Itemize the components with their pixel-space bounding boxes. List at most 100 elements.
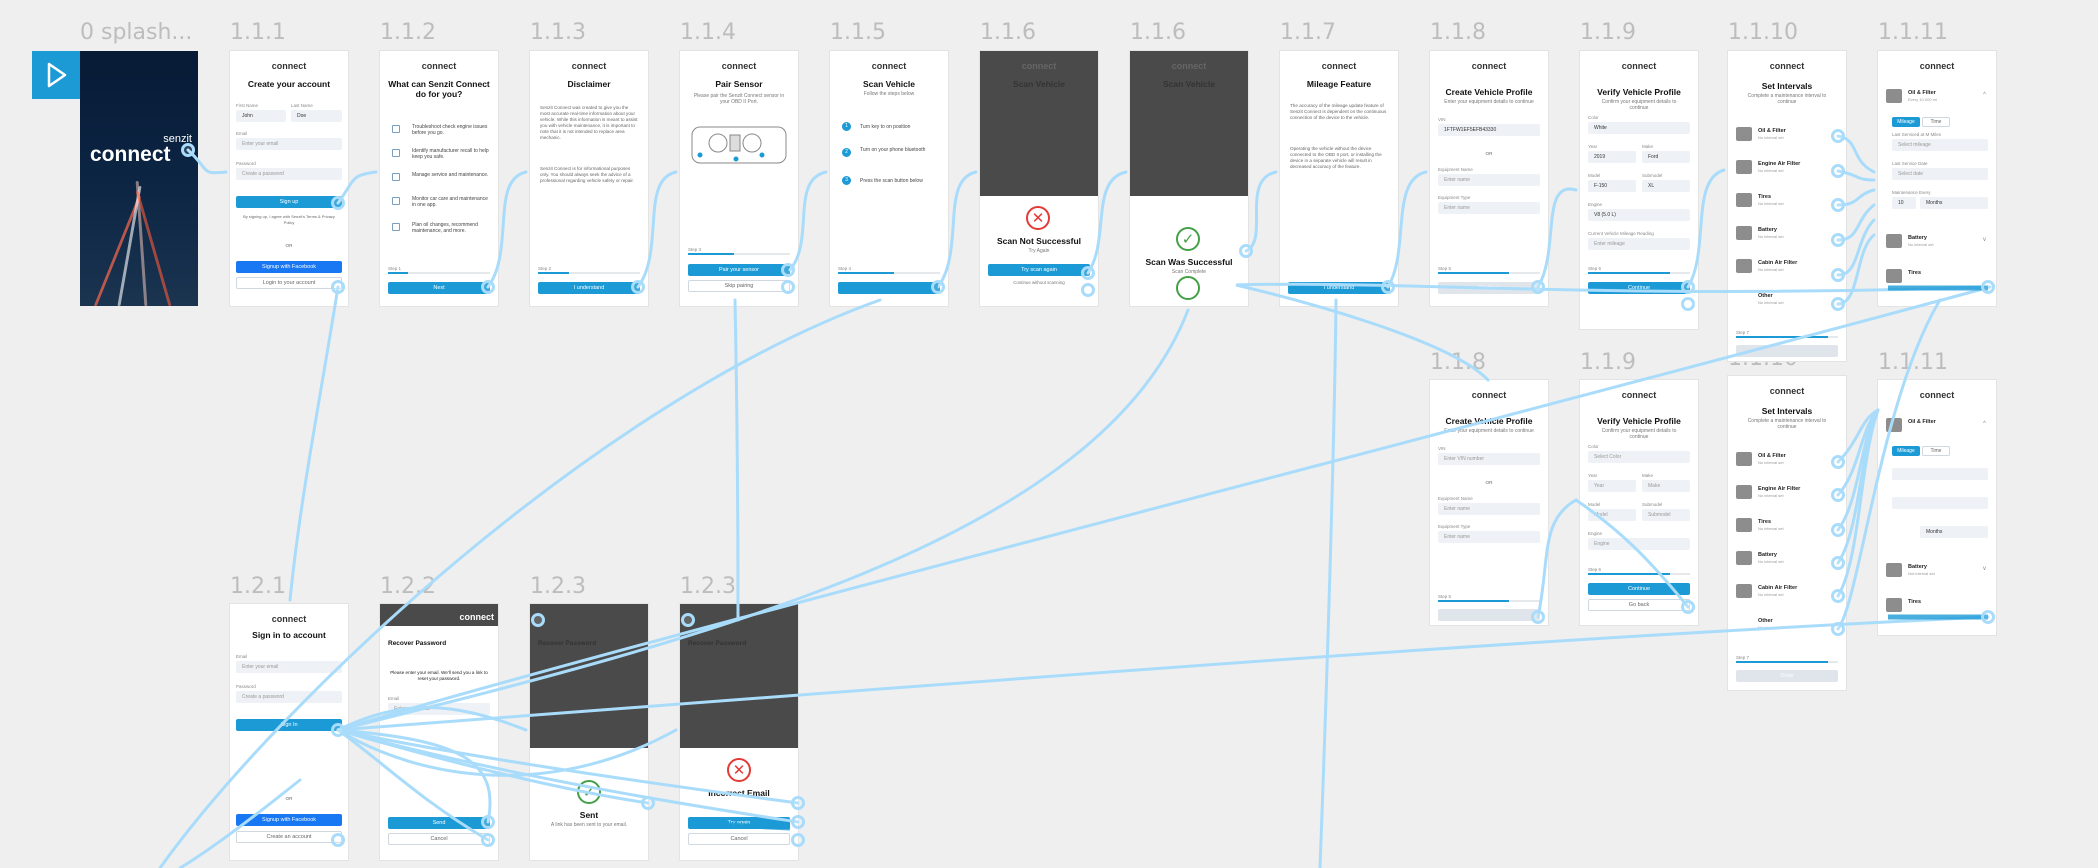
facebook-signup-button[interactable]: Signup with Facebook [236,814,342,826]
vin-input[interactable]: 1FTFW1EF5EFB43330 [1438,124,1540,136]
vin-input[interactable]: Enter VIN number [1438,453,1540,465]
signup-button[interactable]: Sign up [236,196,342,208]
connection-handle[interactable] [1681,280,1695,294]
continue-without-scanning-link[interactable]: Continue without scanning [1013,280,1065,285]
connection-handle[interactable] [1831,622,1845,636]
frame-label[interactable]: 0 splash... [80,20,193,45]
chevron-down-icon[interactable]: v [1983,237,1986,243]
last-service-date-input[interactable]: Select date [1892,168,1988,180]
submodel-select[interactable]: Submodel [1642,509,1690,521]
year-select[interactable]: 2019 [1588,151,1636,163]
frame-set-intervals-alt[interactable]: connect Set Intervals Complete a mainten… [1728,376,1846,690]
connection-handle[interactable] [331,833,345,847]
frame-scan-vehicle[interactable]: connect Scan Vehicle Follow the steps be… [830,51,948,306]
email-input[interactable]: Enter your email [236,661,342,673]
frame-create-account[interactable]: connect Create your account First Name L… [230,51,348,306]
frame-label[interactable]: 1.1.10 [1728,20,1798,45]
connection-handle[interactable] [1831,129,1845,143]
connection-handle[interactable] [1831,297,1845,311]
equipment-name-input[interactable]: Enter name [1438,503,1540,515]
model-select[interactable]: F-150 [1588,180,1636,192]
last-serviced-input[interactable]: Select mileage [1892,139,1988,151]
frequency-unit-select[interactable]: Months [1920,526,1988,538]
connection-handle[interactable] [791,815,805,829]
connection-handle[interactable] [481,833,495,847]
connection-handle[interactable] [1681,600,1695,614]
connection-handle[interactable] [1831,268,1845,282]
connection-handle[interactable] [781,280,795,294]
last-name-input[interactable]: Doe [291,110,342,122]
connection-handle[interactable] [481,280,495,294]
frame-label[interactable]: 1.1.11 [1878,20,1948,45]
connection-handle[interactable] [781,263,795,277]
frame-label[interactable]: 1.1.6 [980,20,1036,45]
equipment-type-input[interactable]: Enter name [1438,202,1540,214]
frame-mileage-feature[interactable]: connect Mileage Feature The accuracy of … [1280,51,1398,306]
connection-handle[interactable] [1831,589,1845,603]
frame-scan-success[interactable]: connect Scan Vehicle ✓ Scan Was Successf… [1130,51,1248,306]
mileage-input[interactable]: Enter mileage [1588,238,1690,250]
connection-handle[interactable] [1081,283,1095,297]
interval-item[interactable]: Tires [1882,266,1992,288]
frame-verify-vehicle[interactable]: connect Verify Vehicle Profile Confirm y… [1580,51,1698,329]
connection-handle[interactable] [1381,280,1395,294]
tab-time[interactable]: Time [1922,117,1950,127]
connection-handle[interactable] [481,815,495,829]
frame-label[interactable]: 1.1.9 [1580,20,1636,45]
make-select[interactable]: Make [1642,480,1690,492]
done-button[interactable]: Done [1736,670,1838,682]
frame-label[interactable]: 1.1.7 [1280,20,1336,45]
date-input[interactable] [1892,497,1988,509]
make-select[interactable]: Ford [1642,151,1690,163]
year-select[interactable]: Year [1588,480,1636,492]
try-again-button[interactable]: Try scan again [988,264,1090,276]
play-prototype-button[interactable] [32,51,80,99]
frame-label[interactable]: 1.2.1 [230,574,286,599]
connection-handle[interactable] [1981,610,1995,624]
frame-create-vehicle[interactable]: connect Create Vehicle Profile Enter you… [1430,51,1548,306]
chevron-up-icon[interactable]: ^ [1983,92,1986,98]
frame-scan-failed[interactable]: connect Scan Vehicle ✕ Scan Not Successf… [980,51,1098,306]
connection-handle[interactable] [331,280,345,294]
connection-handle[interactable] [1681,297,1695,311]
frame-recover-sent[interactable]: Recover Password ✓ Sent A link has been … [530,604,648,860]
cancel-button[interactable]: Cancel [688,833,790,845]
color-select[interactable]: White [1588,122,1690,134]
connection-handle[interactable] [1831,455,1845,469]
frame-label[interactable]: 1.1.6 [1130,20,1186,45]
frame-pair-sensor[interactable]: connect Pair Sensor Please pair the Senz… [680,51,798,306]
tab-mileage[interactable]: Mileage [1892,117,1920,127]
connection-handle[interactable] [1981,280,1995,294]
connection-handle[interactable] [1831,488,1845,502]
continue-button[interactable] [1438,609,1540,621]
frame-label[interactable]: 1.1.2 [380,20,436,45]
connection-handle[interactable] [531,613,545,627]
mileage-input[interactable] [1892,468,1988,480]
connection-handle[interactable] [331,196,345,210]
frame-set-intervals[interactable]: connect Set Intervals Complete a mainten… [1728,51,1846,361]
frame-label[interactable]: 1.1.3 [530,20,586,45]
connection-handle[interactable] [331,723,345,737]
frame-label[interactable]: 1.1.5 [830,20,886,45]
frame-label[interactable]: 1.1.8 [1430,20,1486,45]
frame-splash[interactable]: senzit connect [80,51,198,306]
first-name-input[interactable]: John [236,110,286,122]
tab-time[interactable]: Time [1922,446,1950,456]
frame-label[interactable]: 1.2.3 [680,574,736,599]
engine-select[interactable]: V8 (5.0 L) [1588,209,1690,221]
equipment-name-input[interactable]: Enter name [1438,174,1540,186]
connection-handle[interactable] [1531,280,1545,294]
engine-select[interactable]: Engine [1588,538,1690,550]
connection-handle[interactable] [1831,233,1845,247]
connection-handle[interactable] [1239,244,1253,258]
frame-verify-vehicle-empty[interactable]: connect Verify Vehicle Profile Confirm y… [1580,380,1698,625]
connection-handle[interactable] [791,796,805,810]
color-select[interactable]: Select Color [1588,451,1690,463]
frame-recover-password[interactable]: connect Recover Password Please enter yo… [380,604,498,860]
